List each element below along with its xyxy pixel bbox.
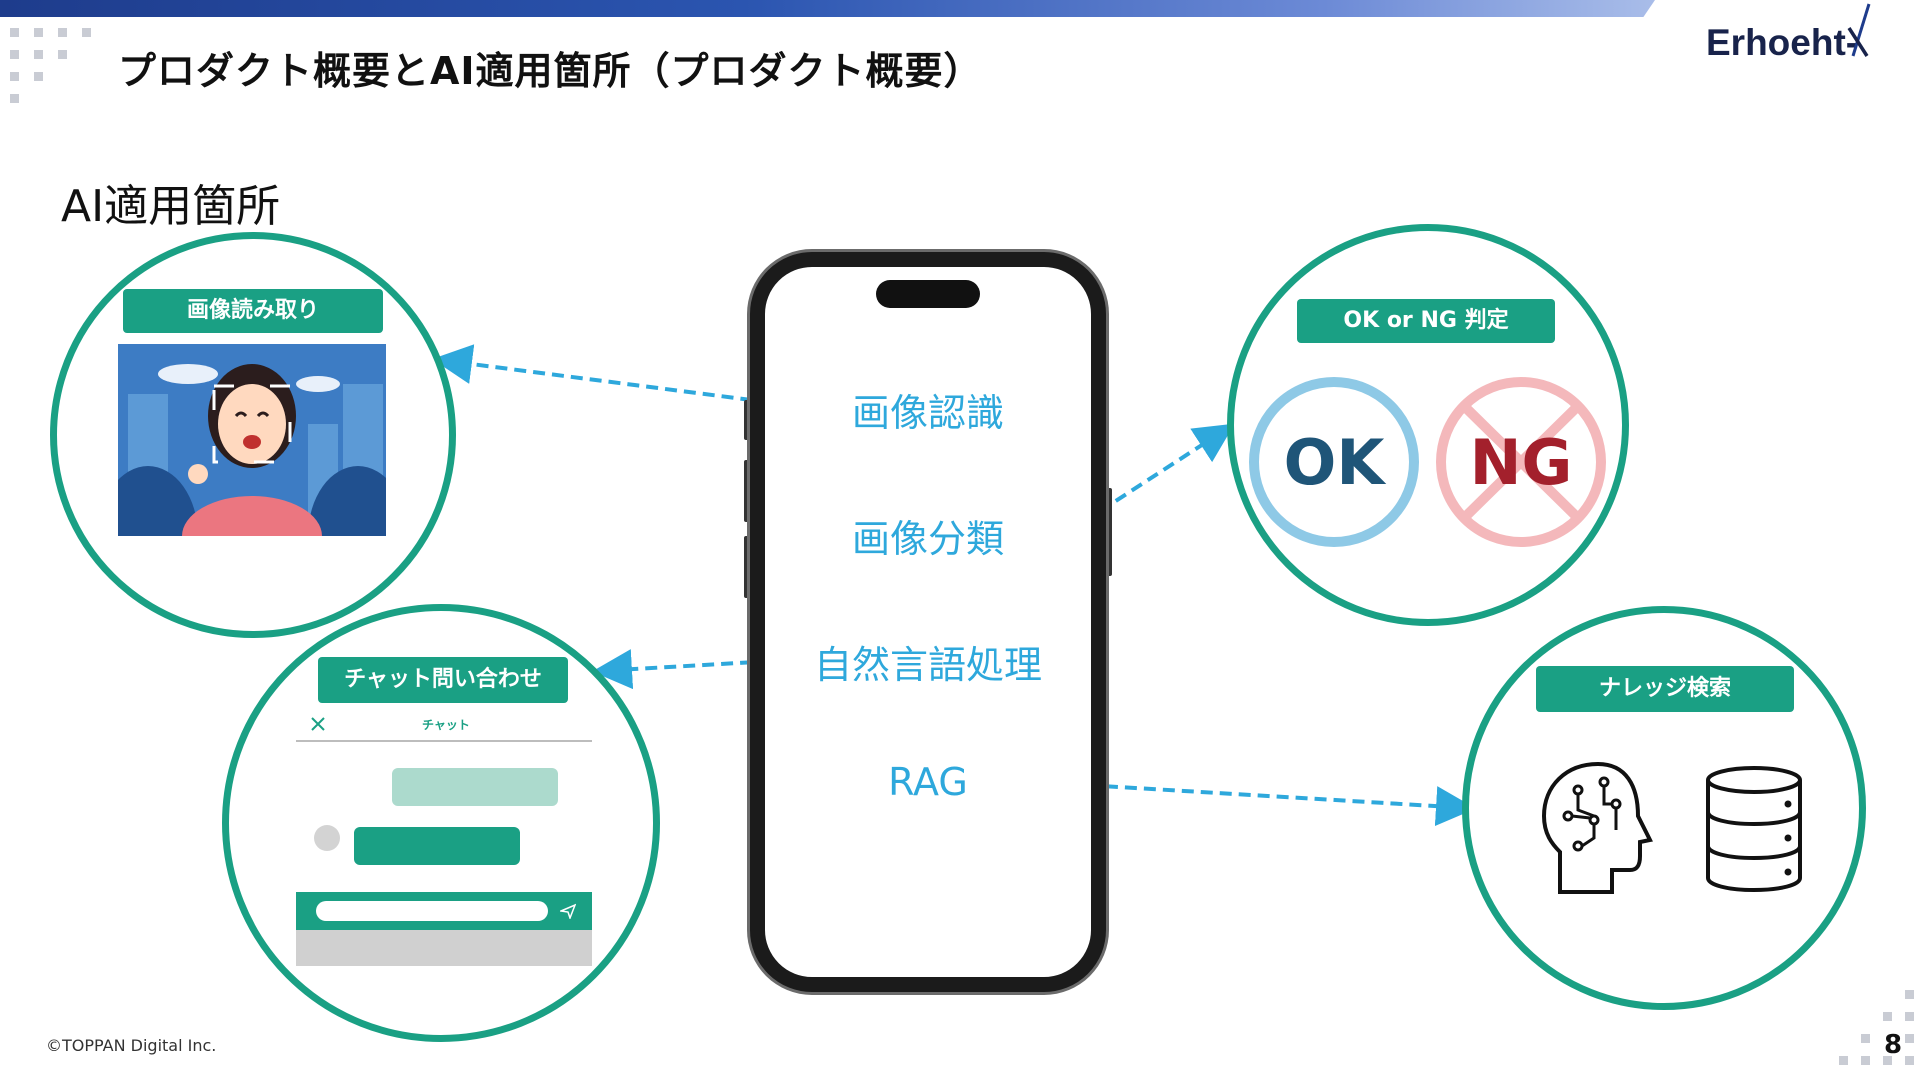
ai-head-icon	[1541, 761, 1653, 894]
brand-logo-text: Erhoeht-	[1706, 22, 1859, 63]
chat-input-bar	[296, 892, 592, 930]
phone-mockup	[750, 252, 1106, 992]
copyright-footer: ©TOPPAN Digital Inc.	[46, 1036, 217, 1055]
phone-notch	[876, 280, 980, 308]
ng-stamp-icon: NG	[1436, 377, 1606, 547]
chat-input-field[interactable]	[316, 901, 548, 921]
phone-label-rag: RAG	[888, 760, 968, 804]
database-icon	[1706, 766, 1802, 893]
ng-text: NG	[1470, 426, 1573, 499]
phone-label-nlp: 自然言語処理	[813, 643, 1042, 687]
label-image-reading: 画像読み取り	[123, 289, 383, 333]
label-chat: チャット問い合わせ	[318, 657, 568, 703]
ok-stamp-icon: OK	[1249, 377, 1419, 547]
chat-header-divider	[296, 740, 592, 742]
phone-side-button	[744, 400, 750, 440]
slide-title: プロダクト概要とAI適用箇所（プロダクト概要）	[118, 49, 983, 93]
brand-logo-x-mark	[1847, 3, 1871, 57]
chat-bubble-bot	[354, 827, 520, 865]
brand-logo: Erhoeht-	[1706, 22, 1858, 64]
close-icon	[311, 717, 325, 731]
phone-volume-down-button	[744, 536, 750, 598]
section-heading: AI適用箇所	[61, 181, 281, 232]
chat-bubble-user	[392, 768, 558, 806]
arrow-image-classification	[1066, 423, 1235, 534]
arrow-nlp	[592, 649, 791, 690]
chat-header-title: チャット	[422, 718, 470, 732]
send-icon[interactable]	[560, 903, 576, 919]
chat-mock: チャット	[296, 710, 592, 966]
arrow-image-recognition	[432, 344, 791, 407]
arrow-rag	[1067, 782, 1476, 827]
face-recognition-illustration	[118, 344, 386, 536]
label-ok-ng: OK or NG 判定	[1297, 299, 1555, 343]
page-number: 8	[1884, 1030, 1903, 1060]
phone-volume-up-button	[744, 460, 750, 522]
phone-power-button	[1106, 488, 1112, 576]
header-gradient-bar	[0, 0, 1655, 17]
chat-keyboard-area	[296, 930, 592, 966]
phone-label-image-recognition: 画像認識	[851, 391, 1004, 435]
chat-avatar	[314, 825, 340, 851]
label-knowledge: ナレッジ検索	[1536, 666, 1794, 712]
phone-label-image-classification: 画像分類	[851, 517, 1004, 561]
ok-text: OK	[1284, 426, 1387, 499]
